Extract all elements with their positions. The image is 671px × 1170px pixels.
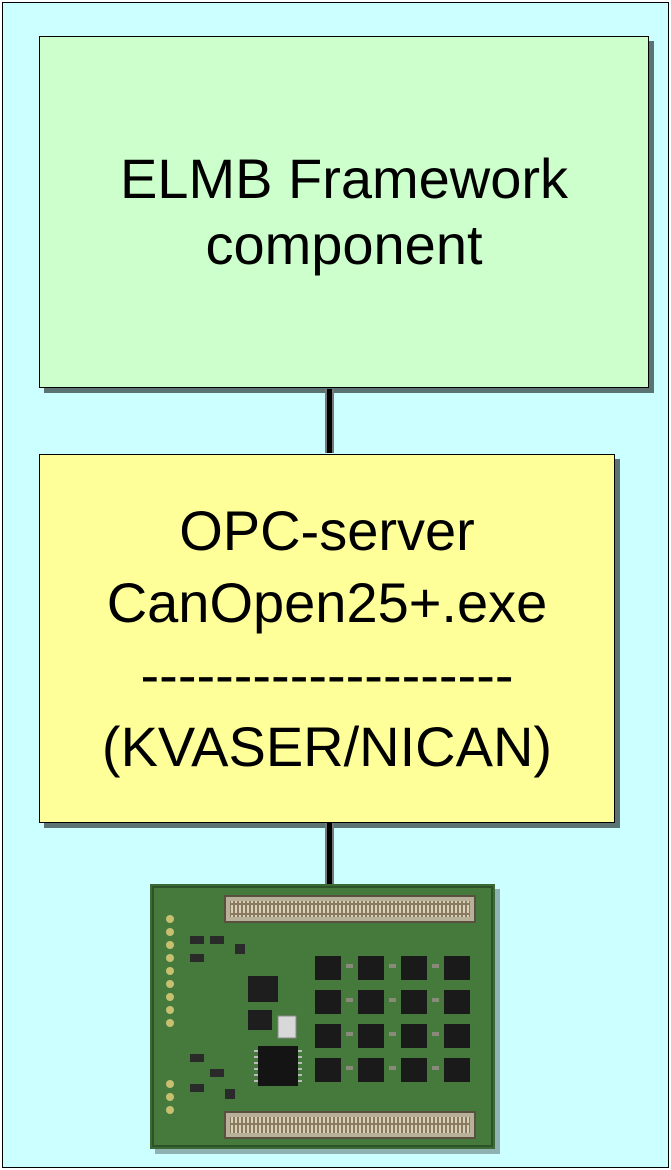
opc-box-line-1: OPC-server [179, 498, 475, 562]
opc-box-separator: -------------------- [140, 642, 514, 706]
opc-box-line-4: (KVASER/NICAN) [101, 714, 553, 778]
connector-framework-to-opc [325, 389, 334, 453]
framework-box-line-2: component [205, 213, 483, 276]
opc-box-line-2: CanOpen25+.exe [106, 570, 548, 634]
opc-server-box: OPC-server CanOpen25+.exe --------------… [39, 454, 615, 823]
elmb-framework-component-box: ELMB Framework component [39, 36, 649, 388]
circuit-board-icon [150, 884, 495, 1149]
framework-box-line-1: ELMB Framework [119, 147, 569, 210]
connector-opc-to-board [325, 823, 334, 885]
elmb-circuit-board-image [150, 884, 495, 1149]
